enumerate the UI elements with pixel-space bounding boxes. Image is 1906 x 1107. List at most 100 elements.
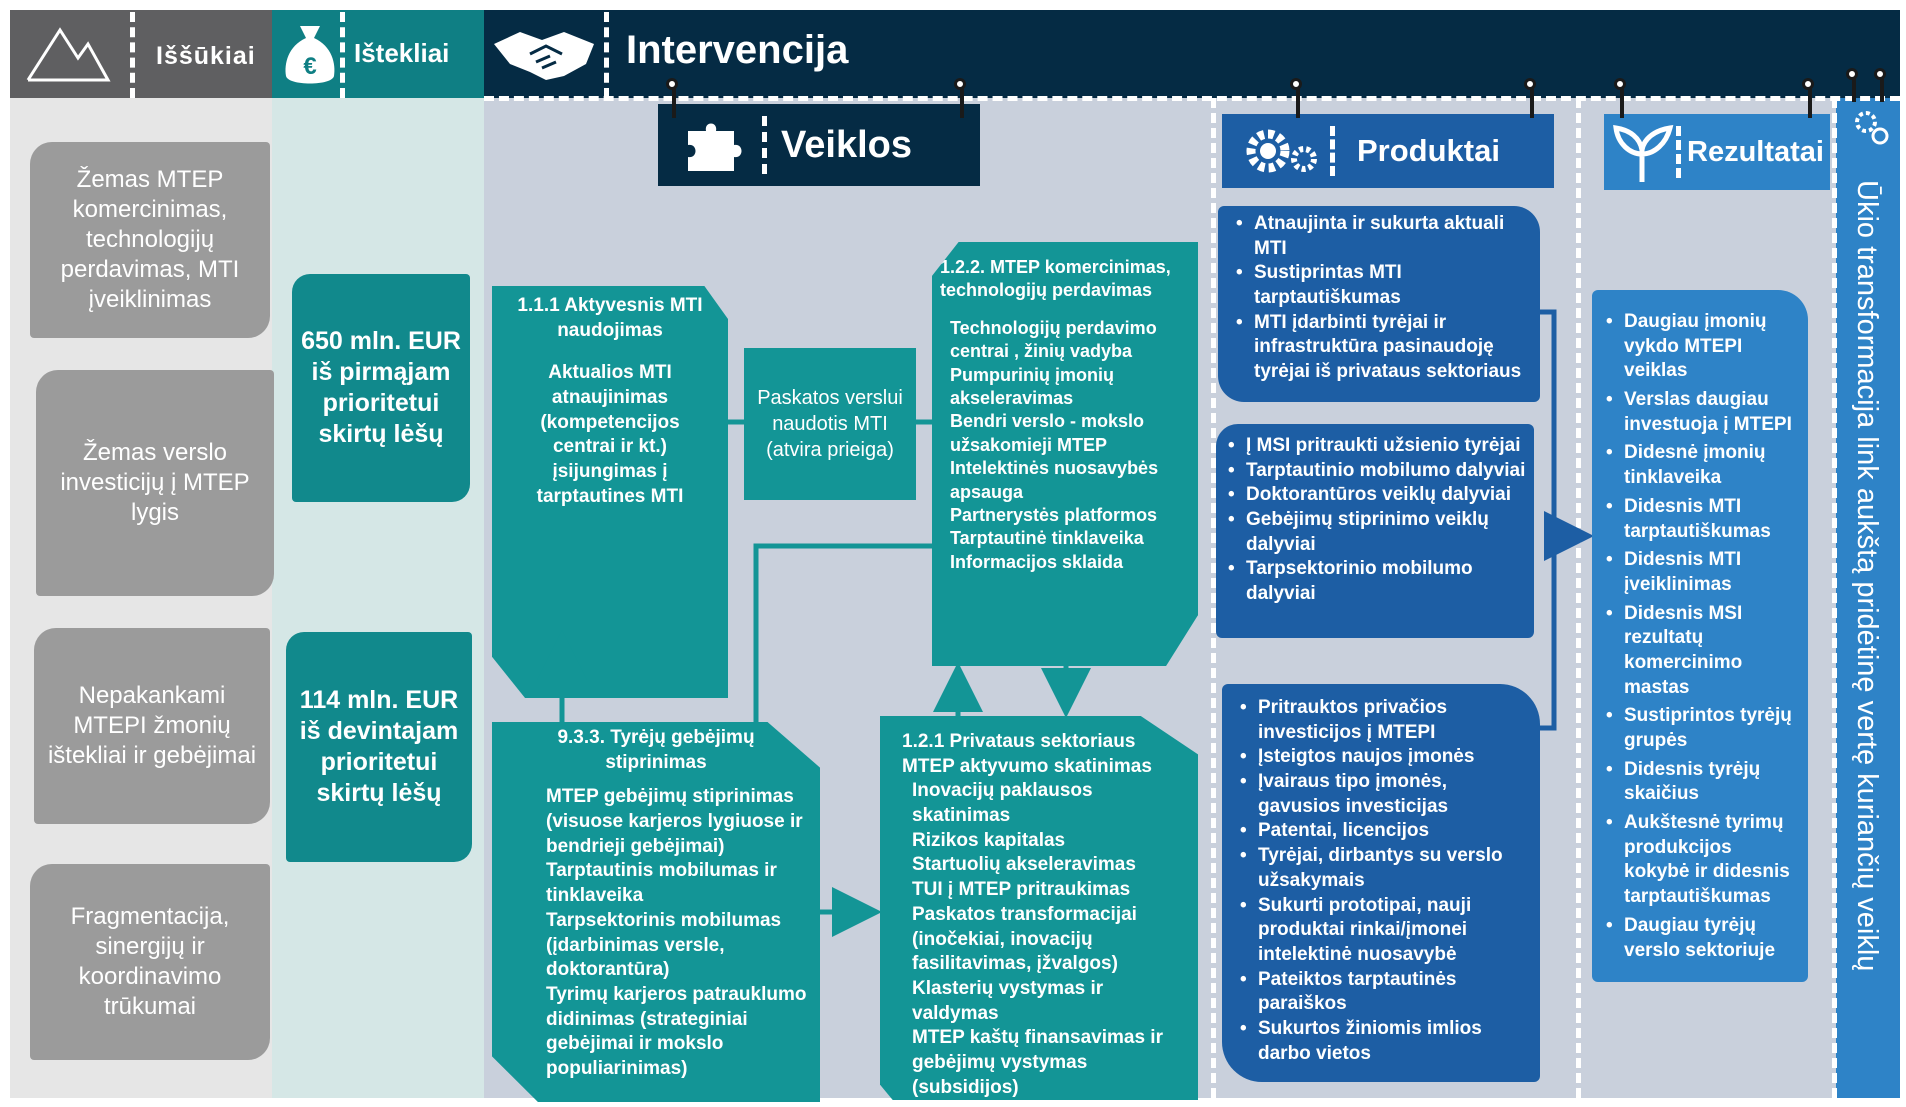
- activity-933-title: 9.3.3. Tyrėjų gebėjimų stiprinimas: [557, 727, 755, 773]
- header-intervention-label: Intervencija: [626, 28, 849, 72]
- result-item: Didesnis tyrėjų skaičius: [1604, 758, 1802, 807]
- header-challenges-label: Iššūkiai: [156, 42, 256, 70]
- product-item: Į MSI pritraukti užsienio tyrėjai: [1226, 434, 1528, 459]
- challenge-item: Žemas verslo investicijų į MTEP lygis: [36, 370, 274, 596]
- product-item: Pateiktos tarptautinės paraiškos: [1238, 968, 1532, 1017]
- result-item: Didesnis MTI tarptautiškumas: [1604, 495, 1802, 544]
- activity-122-item: Bendri verslo - mokslo užsakomieji MTEP: [950, 411, 1145, 455]
- header-intervention-bar: [484, 10, 1900, 98]
- product-item: Įvairaus tipo įmonės, gavusios investici…: [1238, 770, 1532, 819]
- header-divider: [130, 12, 135, 98]
- activity-122-list: Technologijų perdavimo centrai , žinių v…: [940, 317, 1190, 574]
- column-divider: [1211, 98, 1216, 1098]
- product-group: Atnaujinta ir sukurta aktuali MTI Sustip…: [1218, 206, 1540, 402]
- pin-decoration: [1524, 78, 1536, 118]
- activity-121-item: TUI į MTEP pritraukimas: [912, 879, 1131, 901]
- result-item: Didesnė įmonių tinklaveika: [1604, 441, 1802, 490]
- activity-122-item: Tarptautinė tinklaveika: [950, 528, 1144, 549]
- pin-decoration: [1290, 78, 1302, 118]
- product-item: Įsteigtos naujos įmonės: [1238, 745, 1532, 770]
- activity-121-list: Inovacijų paklausos skatinimas Rizikos k…: [892, 779, 1186, 1100]
- pin-decoration: [1614, 78, 1626, 118]
- pin-decoration: [1802, 78, 1814, 118]
- activity-111-body: Aktualios MTI atnaujinimas (kompetencijo…: [536, 362, 684, 507]
- impact-box: Ūkio transformacija link aukštą pridėtin…: [1842, 180, 1892, 1100]
- product-item: Sukurti prototipai, nauji produktai rink…: [1238, 894, 1532, 968]
- result-item: Didesnis MTI įveiklinimas: [1604, 548, 1802, 597]
- column-divider: [1576, 98, 1581, 1098]
- activity-122-title: 1.2.2. MTEP komercinimas, technologijų p…: [940, 257, 1171, 301]
- activity-121-item: MTEP kaštų finansavimas ir gebėjimų vyst…: [912, 1027, 1163, 1098]
- impact-label: Ūkio transformacija link aukštą pridėtin…: [1851, 180, 1883, 972]
- svg-text:€: €: [303, 53, 316, 80]
- activity-122-item: Intelektinės nuosavybės apsauga: [950, 458, 1159, 502]
- result-item: Sustiprintos tyrėjų grupės: [1604, 704, 1802, 753]
- activity-111-title: 1.1.1 Aktyvesnis MTI naudojimas: [517, 295, 703, 341]
- activity-933-item: MTEP gebėjimų stiprinimas (visuose karje…: [546, 786, 803, 857]
- gears-icon: [1246, 129, 1317, 173]
- money-bag-icon: €: [285, 26, 335, 84]
- activity-121-item: Klasterių vystymas ir valdymas: [912, 977, 1104, 1024]
- activity-122-item: Partnerystės platformos: [950, 504, 1158, 525]
- challenge-item: Fragmentacija, sinergijų ir koordinavimo…: [30, 864, 270, 1060]
- product-group: Į MSI pritraukti užsienio tyrėjai Tarpta…: [1216, 424, 1534, 638]
- result-item: Daugiau įmonių vykdo MTEPI veiklas: [1604, 310, 1802, 384]
- product-item: Patentai, licencijos: [1238, 819, 1532, 844]
- resources-column: [272, 98, 484, 1098]
- results-box: Daugiau įmonių vykdo MTEPI veiklas Versl…: [1592, 290, 1808, 982]
- product-item: Atnaujinta ir sukurta aktuali MTI: [1234, 212, 1530, 261]
- products-title: Produktai: [1222, 114, 1554, 188]
- activity-122-item: Technologijų perdavimo centrai , žinių v…: [950, 317, 1157, 362]
- puzzle-icon: [688, 123, 742, 171]
- activity-121-item: Rizikos kapitalas: [912, 829, 1066, 851]
- activity-933-box: 9.3.3. Tyrėjų gebėjimų stiprinimas MTEP …: [492, 722, 820, 1102]
- title-divider: [1330, 126, 1335, 176]
- header-resources-label: Ištekliai: [354, 38, 450, 68]
- incentive-box: Paskatos verslui naudotis MTI (atvira pr…: [744, 348, 916, 500]
- pin-decoration: [954, 78, 966, 118]
- title-divider: [762, 116, 767, 174]
- product-item: Tyrėjai, dirbantys su verslo užsakymais: [1238, 844, 1532, 893]
- activity-121-item: Inovacijų paklausos skatinimas: [912, 780, 1093, 827]
- challenge-item: Nepakankami MTEPI žmonių ištekliai ir ge…: [34, 628, 270, 824]
- result-item: Verslas daugiau investuoja į MTEPI: [1604, 388, 1802, 437]
- activity-933-item: Tarptautinis mobilumas ir tinklaveika: [546, 860, 777, 907]
- activity-111-box: 1.1.1 Aktyvesnis MTI naudojimas Aktualio…: [492, 286, 728, 698]
- products-label: Produktai: [1357, 133, 1500, 168]
- results-title: Rezultatai: [1604, 114, 1830, 190]
- mountain-icon: [26, 27, 111, 82]
- product-item: Gebėjimų stiprinimo veiklų dalyviai: [1226, 508, 1528, 557]
- header-separator: [484, 96, 1900, 101]
- activity-122-box: 1.2.2. MTEP komercinimas, technologijų p…: [932, 242, 1198, 666]
- challenge-item: Žemas MTEP komercinimas, technologijų pe…: [30, 142, 270, 338]
- activity-933-item: Tyrimų karjeros patrauklumo didinimas (s…: [546, 983, 807, 1079]
- pin-decoration: [1874, 68, 1886, 102]
- gears-icon: [1855, 111, 1889, 145]
- activities-label: Veiklos: [781, 123, 912, 166]
- activity-122-item: Informacijos sklaida: [950, 551, 1124, 572]
- result-item: Didesnis MSI rezultatų komercinimo masta…: [1604, 602, 1802, 701]
- activity-933-list: MTEP gebėjimų stiprinimas (visuose karje…: [502, 785, 810, 1081]
- sprout-icon: [1613, 124, 1674, 182]
- activity-121-box: 1.2.1 Privataus sektoriaus MTEP aktyvumo…: [880, 716, 1198, 1100]
- pin-decoration: [1846, 68, 1858, 102]
- resource-item: 650 mln. EUR iš pirmąjam prioritetui ski…: [292, 274, 470, 502]
- handshake-icon: [494, 32, 594, 80]
- impact-column: [1836, 98, 1900, 1098]
- product-item: Sustiprintas MTI tarptautiškumas: [1234, 261, 1530, 310]
- activity-121-item: Startuolių akseleravimas: [912, 854, 1136, 876]
- product-item: Doktorantūros veiklų dalyviai: [1226, 483, 1528, 508]
- pin-decoration: [666, 78, 678, 118]
- activity-121-title: 1.2.1 Privataus sektoriaus MTEP aktyvumo…: [902, 731, 1152, 777]
- result-item: Aukštesnė tyrimų produkcijos kokybė ir d…: [1604, 811, 1802, 910]
- product-item: Sukurtos žiniomis imlios darbo vietos: [1238, 1017, 1532, 1066]
- column-divider: [1832, 98, 1837, 1098]
- results-label: Rezultatai: [1687, 135, 1824, 168]
- result-item: Daugiau tyrėjų verslo sektoriuje: [1604, 914, 1802, 963]
- product-item: Tarptautinio mobilumo dalyviai: [1226, 459, 1528, 484]
- activity-121-item: Paskatos transformacijai (inočekiai, ino…: [912, 903, 1137, 975]
- activity-933-item: Tarpsektorinis mobilumas (įdarbinimas ve…: [546, 909, 782, 981]
- header-divider: [340, 12, 345, 98]
- product-item: Pritrauktos privačios investicijos į MTE…: [1238, 696, 1532, 745]
